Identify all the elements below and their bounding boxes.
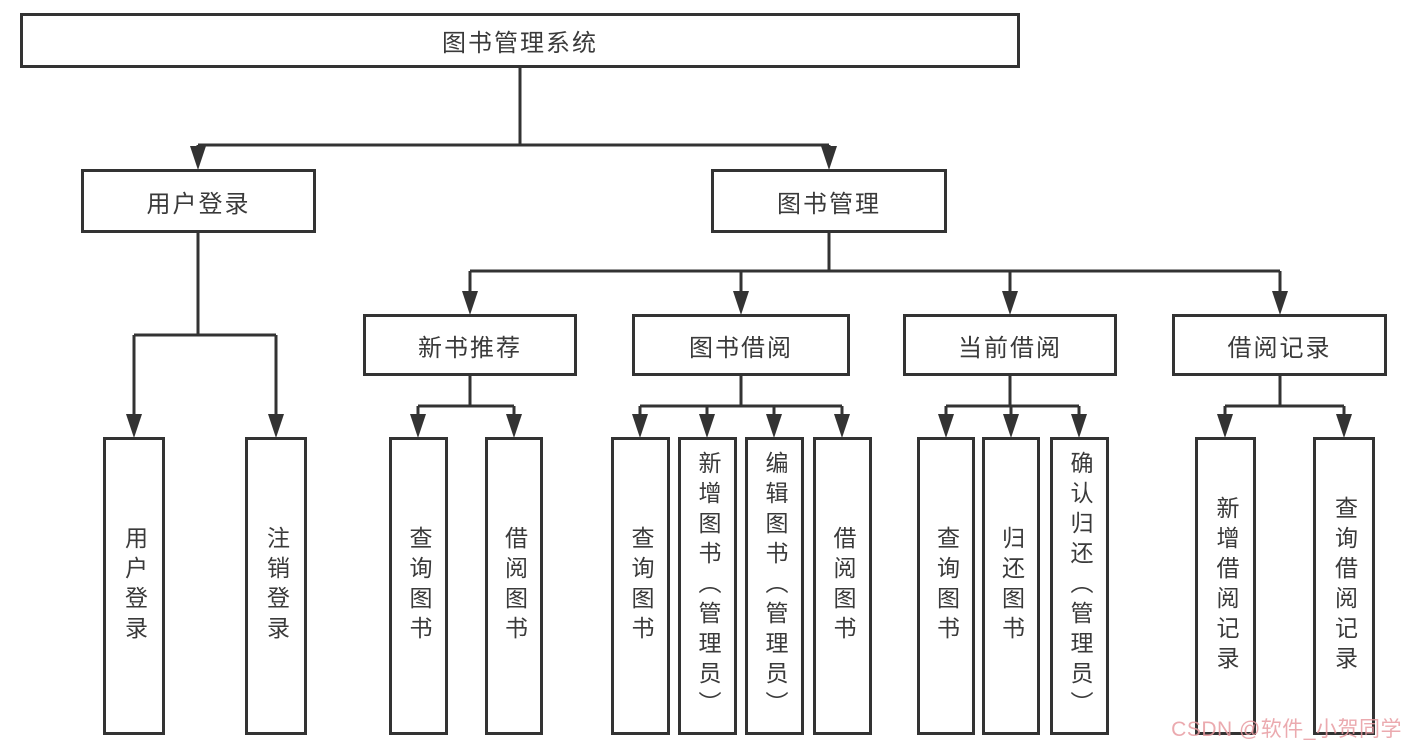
node-label: 注销登录: [263, 526, 290, 646]
node-borrowing-records: 借阅记录: [1172, 314, 1387, 376]
node-label: 新增图书（管理员）: [695, 451, 721, 721]
node-leaf-query-books-2: 查询图书: [611, 437, 670, 735]
node-book-management: 图书管理: [711, 169, 947, 233]
node-label: 图书管理: [777, 190, 881, 218]
node-leaf-add-books-admin: 新增图书（管理员）: [678, 437, 737, 735]
node-leaf-borrow-books-2: 借阅图书: [813, 437, 872, 735]
node-label: 查询图书: [406, 526, 432, 646]
node-label: 图书管理系统: [442, 30, 598, 57]
node-label: 归还图书: [998, 526, 1025, 646]
node-label: 图书借阅: [689, 334, 793, 362]
node-leaf-query-books-3: 查询图书: [917, 437, 975, 735]
node-leaf-edit-books-admin: 编辑图书（管理员）: [745, 437, 804, 735]
node-current-borrowing: 当前借阅: [903, 314, 1117, 376]
node-leaf-query-books-1: 查询图书: [389, 437, 448, 735]
node-label: 查询图书: [933, 526, 960, 646]
node-leaf-logout: 注销登录: [245, 437, 307, 735]
node-user-login: 用户登录: [81, 169, 316, 233]
arrowhead-icons: [126, 146, 1352, 438]
node-label: 用户登录: [121, 526, 148, 646]
node-new-book-recommend: 新书推荐: [363, 314, 577, 376]
node-label: 查询借阅记录: [1331, 496, 1358, 676]
node-label: 用户登录: [146, 190, 251, 218]
node-library-management-system: 图书管理系统: [20, 13, 1020, 68]
node-leaf-query-borrow-record: 查询借阅记录: [1313, 437, 1375, 735]
node-label: 借阅图书: [501, 526, 528, 646]
node-label: 确认归还（管理员）: [1067, 451, 1093, 721]
node-label: 新增借阅记录: [1213, 496, 1239, 676]
node-book-borrowing: 图书借阅: [632, 314, 850, 376]
node-leaf-return-books: 归还图书: [982, 437, 1040, 735]
node-leaf-user-login: 用户登录: [103, 437, 165, 735]
node-label: 借阅记录: [1227, 334, 1332, 362]
node-label: 编辑图书（管理员）: [762, 451, 788, 721]
node-label: 新书推荐: [418, 334, 522, 362]
node-label: 当前借阅: [958, 334, 1062, 362]
node-leaf-borrow-books-1: 借阅图书: [485, 437, 543, 735]
node-leaf-confirm-return-admin: 确认归还（管理员）: [1050, 437, 1109, 735]
node-label: 借阅图书: [830, 526, 856, 646]
node-label: 查询图书: [628, 526, 654, 646]
node-leaf-add-borrow-record: 新增借阅记录: [1195, 437, 1256, 735]
